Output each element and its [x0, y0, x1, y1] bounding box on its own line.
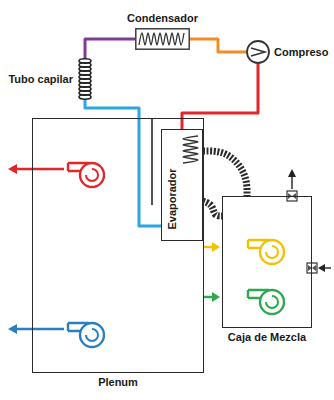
node-label: Plenum: [98, 376, 138, 389]
node-label: Condensador: [127, 12, 198, 25]
mixing-box: Caja de Mezcla: [222, 196, 312, 328]
flexible-duct: [203, 201, 222, 216]
intake-damper: [307, 263, 331, 273]
mixing-fan: [204, 290, 284, 314]
compressor-symbol: Compreso: [246, 40, 270, 64]
node-label: Compreso: [274, 46, 328, 59]
compressor-symbol: [246, 40, 270, 64]
capillary-tube: [78, 58, 92, 100]
refrigerant-pipe: [190, 39, 246, 52]
return-fan: [8, 323, 104, 347]
node-label: Tubo capilar: [8, 73, 73, 86]
condenser-coil: Condensador: [135, 28, 190, 50]
node-label: Evaporador: [166, 168, 179, 229]
node-label: Caja de Mezcla: [228, 331, 306, 344]
capillary-tube: Tubo capilar: [78, 58, 92, 100]
plenum-partition: [151, 118, 153, 205]
evaporator-box: Evaporador: [161, 129, 203, 241]
mixing-fan: [204, 240, 284, 264]
refrigerant-pipe: [85, 39, 135, 58]
supply-fan: [8, 163, 104, 187]
condenser-coil: [135, 28, 190, 50]
plenum-box: PlenumEvaporador: [32, 118, 204, 373]
flexible-duct: [203, 151, 247, 196]
refrigerant-pipe: [182, 64, 258, 129]
